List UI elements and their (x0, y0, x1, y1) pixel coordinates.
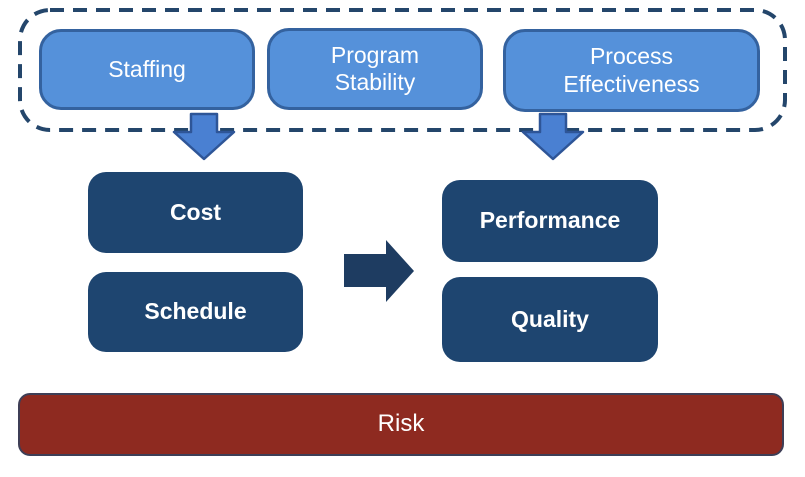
risk-bar: Risk (18, 393, 784, 456)
down-arrow-icon-right (521, 112, 585, 162)
factor-box-process-effectiveness: Process Effectiveness (503, 29, 760, 112)
outcome-box-cost: Cost (88, 172, 303, 253)
outcome-box-schedule: Schedule (88, 272, 303, 352)
factor-box-staffing: Staffing (39, 29, 255, 110)
right-arrow-icon (342, 238, 416, 304)
outcome-box-quality: Quality (442, 277, 658, 362)
factor-box-program-stability: Program Stability (267, 28, 483, 110)
outcome-box-performance: Performance (442, 180, 658, 262)
down-arrow-icon-left (172, 112, 236, 162)
